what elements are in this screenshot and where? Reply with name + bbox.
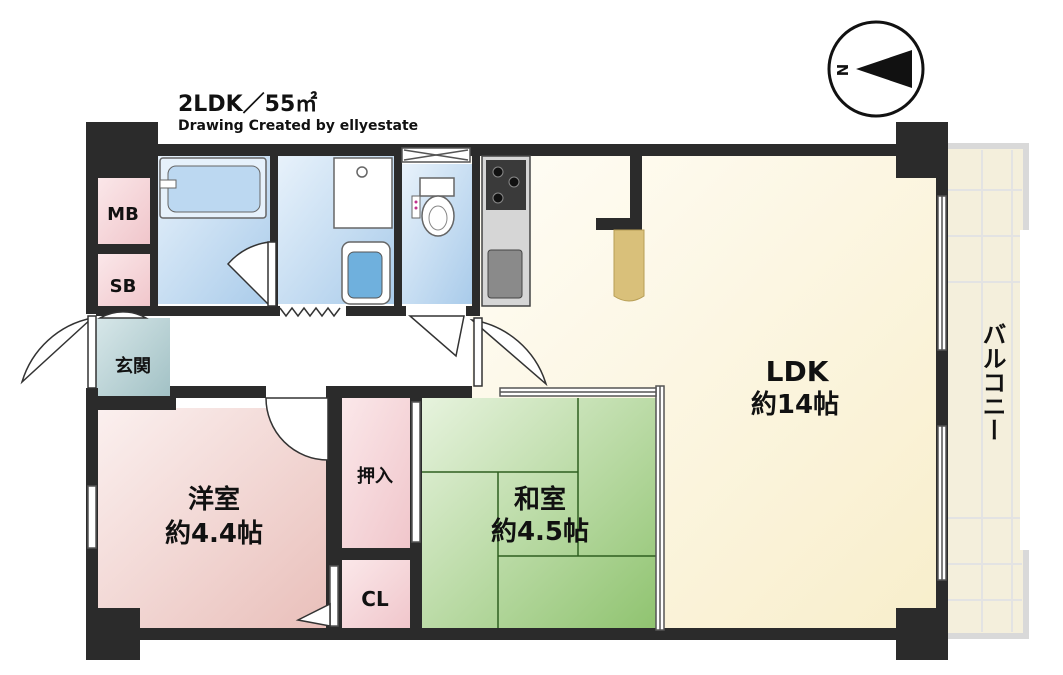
room-size-ldk: 約14帖 xyxy=(751,389,839,420)
room-size-washitsu: 約4.5帖 xyxy=(491,516,589,547)
oshiire-floor xyxy=(340,398,410,550)
genkan-floor xyxy=(96,318,170,406)
balcony xyxy=(941,143,1036,639)
walls xyxy=(86,122,948,660)
room-label-washitsu: 和室 xyxy=(514,484,566,515)
windows xyxy=(87,195,947,631)
compass-icon: N xyxy=(827,20,925,118)
stove-icon xyxy=(481,155,531,307)
room-label-mb: MB xyxy=(107,204,139,225)
room-label-ldk: LDK xyxy=(766,355,830,388)
room-label-oshiire: 押入 xyxy=(357,465,393,487)
sb-floor xyxy=(96,254,150,308)
doors xyxy=(20,241,548,627)
room-label-genkan: 玄関 xyxy=(115,355,151,377)
bathtub-icon xyxy=(159,157,267,219)
sink-icon xyxy=(341,241,391,305)
shower-icon xyxy=(333,157,393,229)
column-icon xyxy=(613,229,645,302)
folding-door xyxy=(279,306,341,318)
tatami-lines xyxy=(420,398,658,630)
cl-floor xyxy=(340,560,410,630)
window-vent xyxy=(401,147,471,163)
room-label-sb: SB xyxy=(110,276,137,297)
room-label-cl: CL xyxy=(361,587,389,611)
toilet-icon xyxy=(411,177,455,237)
mb-floor xyxy=(96,176,150,244)
corridor-floor xyxy=(170,318,472,386)
room-label-balcony: バルコニー xyxy=(978,322,1006,442)
plan-credit: Drawing Created by ellyestate xyxy=(178,118,419,134)
plan-title: 2LDK／55㎡ xyxy=(178,92,318,117)
room-size-yoshitsu: 約4.4帖 xyxy=(165,518,263,549)
washitsu-floor xyxy=(420,398,658,630)
room-label-yoshitsu: 洋室 xyxy=(188,484,240,515)
compass-label: N xyxy=(834,64,852,77)
